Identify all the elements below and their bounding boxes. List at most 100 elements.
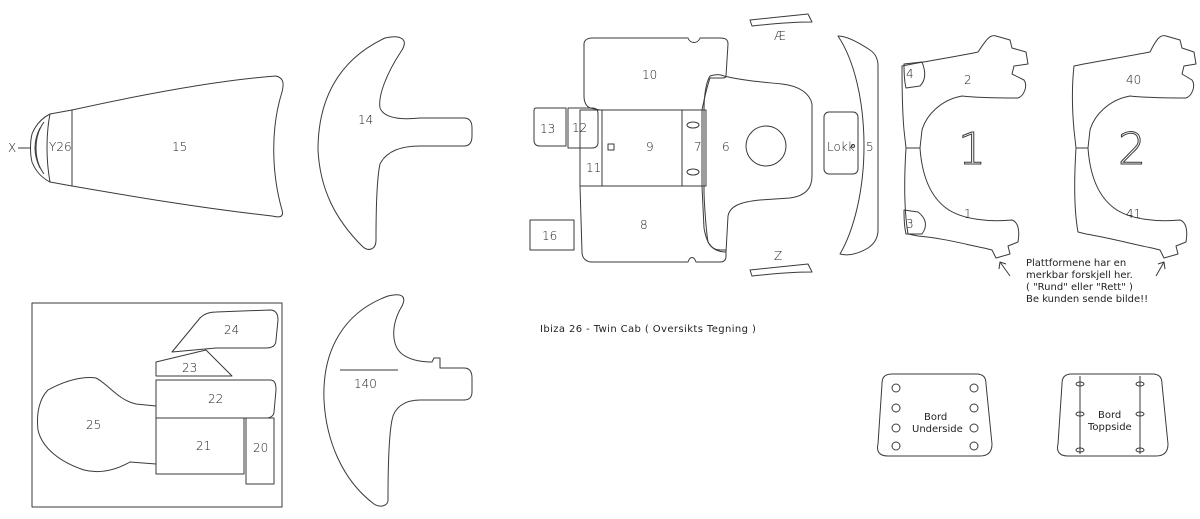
platform-1-group: 4 3 2 1 1 [901,35,1029,259]
part-6-outline [703,74,813,253]
board-hinge [1135,411,1145,417]
label-4: 4 [906,67,914,81]
note-line-1: Plattformene har en [1026,258,1126,269]
part-12-outline [567,107,599,149]
part-5-outline [837,35,879,256]
part-25-outline [37,377,157,473]
part-13-outline [533,107,567,147]
label-13: 13 [540,122,555,136]
part-14-outline [317,36,473,250]
board-topside-label-2: Toppside [1087,422,1132,433]
part-7-hinge-top [686,121,700,129]
platform-2-number: 2 [1118,124,1146,175]
board-underside-outline [877,373,993,457]
note-line-2: merkbar forskjell her. [1026,270,1133,281]
part-7-hinge-bottom [686,168,700,176]
note-arrow-right [1155,261,1165,277]
part-23-outline [155,349,233,377]
label-23: 23 [182,361,197,375]
aft-cushion-group: 24 23 22 21 20 25 [31,302,283,508]
board-hole [891,423,901,433]
board-topside-outline [1057,373,1169,457]
label-6: 6 [722,140,730,154]
label-9: 9 [646,140,654,154]
bow-cushion-group: X Y26 15 [8,75,284,218]
board-hinge [1135,381,1145,387]
board-underside-group: Bord Underside [877,373,993,457]
note-line-3: ( "Rund" eller "Rett" ) [1026,282,1133,293]
label-5: 5 [866,140,874,154]
board-underside-label-1: Bord [924,412,947,423]
label-z: Z [774,249,782,263]
label-10: 10 [642,68,657,82]
board-hinge [1075,447,1085,453]
label-14: 14 [358,113,373,127]
note-arrow-left-head [998,261,1007,270]
label-25: 25 [86,418,101,432]
label-11: 11 [586,161,601,175]
part-1-outline [904,147,1020,259]
label-ae: Æ [774,29,786,43]
board-hole [891,403,901,413]
note-line-4: Be kunden sende bilde!! [1026,294,1148,305]
board-hinge [1135,447,1145,453]
bow-tip-inner [35,121,45,175]
board-topside-label-1: Bord [1098,410,1121,421]
label-12: 12 [572,121,587,135]
note-arrow-right-head [1157,261,1166,270]
note-arrow-left [999,261,1011,277]
bow-tip-inner2 [34,127,41,169]
label-24: 24 [224,323,239,337]
part-140-group: 140 [323,294,473,507]
board-hinge [1075,411,1085,417]
part-9-marker [607,143,615,151]
lokk-outline [823,111,859,175]
label-22: 22 [208,392,223,406]
label-16: 16 [542,229,557,243]
platform-1-number: 1 [958,124,986,175]
platform-2-group: 40 41 2 [1072,35,1197,259]
label-40: 40 [1126,73,1141,87]
drawing-caption: Ibiza 26 - Twin Cab ( Oversikts Tegning … [540,324,756,335]
label-20: 20 [253,441,268,455]
board-hinge [1075,381,1085,387]
wedge-ae-outline [749,13,813,27]
part-6-hole [745,125,787,167]
board-topside-group: Bord Toppside [1057,373,1169,457]
label-2: 2 [964,73,972,87]
cockpit-group: 10 9 7 11 8 6 12 13 16 Æ Z Lokk [529,13,879,277]
label-lokk: Lokk [827,140,855,154]
bow-tip-outline [30,113,51,183]
part-41-outline [1074,147,1188,259]
label-x: X [8,141,16,155]
lokk-knob [851,144,855,148]
part-140-outline [323,294,473,507]
part-4-outline [903,61,926,89]
part-15-outline [71,75,284,218]
board-hole [891,383,901,393]
aft-group-frame [31,302,283,508]
board-hole [891,441,901,451]
part-24-outline [171,309,279,353]
label-y26: Y26 [49,140,72,154]
part-14-group: 14 [317,36,473,250]
label-7: 7 [694,140,702,154]
board-hole [969,403,979,413]
label-3: 3 [906,217,914,231]
label-8: 8 [640,218,648,232]
wedge-z-outline [749,263,813,277]
board-hole [969,441,979,451]
label-21: 21 [196,439,211,453]
label-15: 15 [172,140,187,154]
part-20-outline [245,417,275,485]
platform-note: Plattformene har en merkbar forskjell he… [998,258,1166,305]
part-3-outline [903,209,926,235]
board-hole [969,383,979,393]
label-140: 140 [354,377,377,391]
board-underside-label-2: Underside [912,424,963,435]
board-hole [969,423,979,433]
label-1: 1 [964,207,972,221]
part-16-outline [529,219,575,251]
label-41: 41 [1126,207,1141,221]
